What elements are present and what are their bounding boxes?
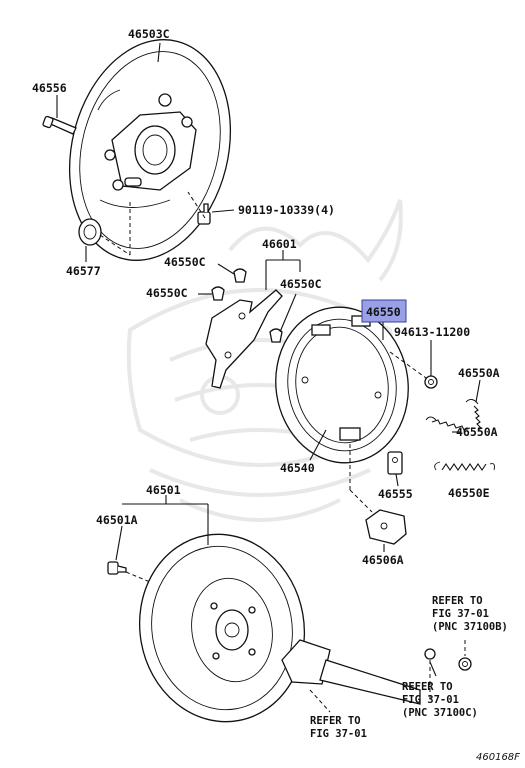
clip-46550c bbox=[211, 268, 283, 343]
ref1-line1: REFER TO bbox=[432, 595, 483, 607]
label-46577: 46577 bbox=[66, 264, 101, 278]
label-46550c-2: 46550C bbox=[146, 286, 188, 300]
label-46540: 46540 bbox=[280, 461, 315, 475]
leader-lines bbox=[56, 42, 481, 713]
ref2-line2: FIG 37-01 bbox=[402, 694, 459, 706]
label-94613-11200: 94613-11200 bbox=[394, 325, 470, 339]
ref1-line2: FIG 37-01 bbox=[432, 608, 489, 620]
highlight-box-46550 bbox=[361, 299, 407, 323]
screw-46501a bbox=[107, 561, 127, 575]
label-46550c-3: 46550C bbox=[280, 277, 322, 291]
ref3-line1: REFER TO bbox=[310, 715, 361, 727]
ref1-line3: (PNC 37100B) bbox=[432, 621, 508, 633]
figure-id: 460168F bbox=[476, 752, 520, 763]
nut-94613-11200 bbox=[424, 375, 438, 389]
label-46550a-1: 46550A bbox=[458, 366, 500, 380]
label-46601: 46601 bbox=[262, 237, 297, 251]
label-90119-10339: 90119-10339(4) bbox=[238, 203, 335, 217]
label-46550c-1: 46550C bbox=[164, 255, 206, 269]
spring-46550e bbox=[434, 461, 495, 471]
parking-lever-46601 bbox=[205, 289, 283, 389]
label-46550a-2: 46550A bbox=[456, 425, 498, 439]
label-46550e: 46550E bbox=[448, 486, 490, 500]
refer-to-note-37100c: REFER TO FIG 37-01 (PNC 37100C) bbox=[402, 681, 478, 719]
cable-bracket-46506a bbox=[365, 509, 407, 545]
label-46503c: 46503C bbox=[128, 27, 170, 41]
bolt-90119-10339 bbox=[197, 203, 211, 225]
axle-shaft bbox=[281, 639, 472, 705]
label-46501a: 46501A bbox=[96, 513, 138, 527]
label-46550: 46550 bbox=[366, 305, 401, 319]
label-46506a: 46506A bbox=[362, 553, 404, 567]
brake-shoe-46540 bbox=[275, 306, 409, 464]
ref3-line2: FIG 37-01 bbox=[310, 728, 367, 740]
brake-drum-46501 bbox=[138, 533, 306, 723]
refer-to-note-shaft: REFER TO FIG 37-01 bbox=[310, 715, 367, 740]
refer-to-note-37100b: REFER TO FIG 37-01 (PNC 37100B) bbox=[432, 595, 508, 633]
bolt-46556 bbox=[42, 115, 77, 135]
label-46556: 46556 bbox=[32, 81, 67, 95]
adjuster-46555 bbox=[387, 451, 403, 475]
label-46555: 46555 bbox=[378, 487, 413, 501]
spring-46550a bbox=[425, 399, 482, 431]
ref2-line1: REFER TO bbox=[402, 681, 453, 693]
label-46501: 46501 bbox=[146, 483, 181, 497]
backing-plate-46503c bbox=[68, 39, 232, 261]
samurai-helmet-watermark-icon bbox=[126, 199, 403, 522]
ref2-line3: (PNC 37100C) bbox=[402, 707, 478, 719]
grommet-46577 bbox=[78, 218, 102, 246]
